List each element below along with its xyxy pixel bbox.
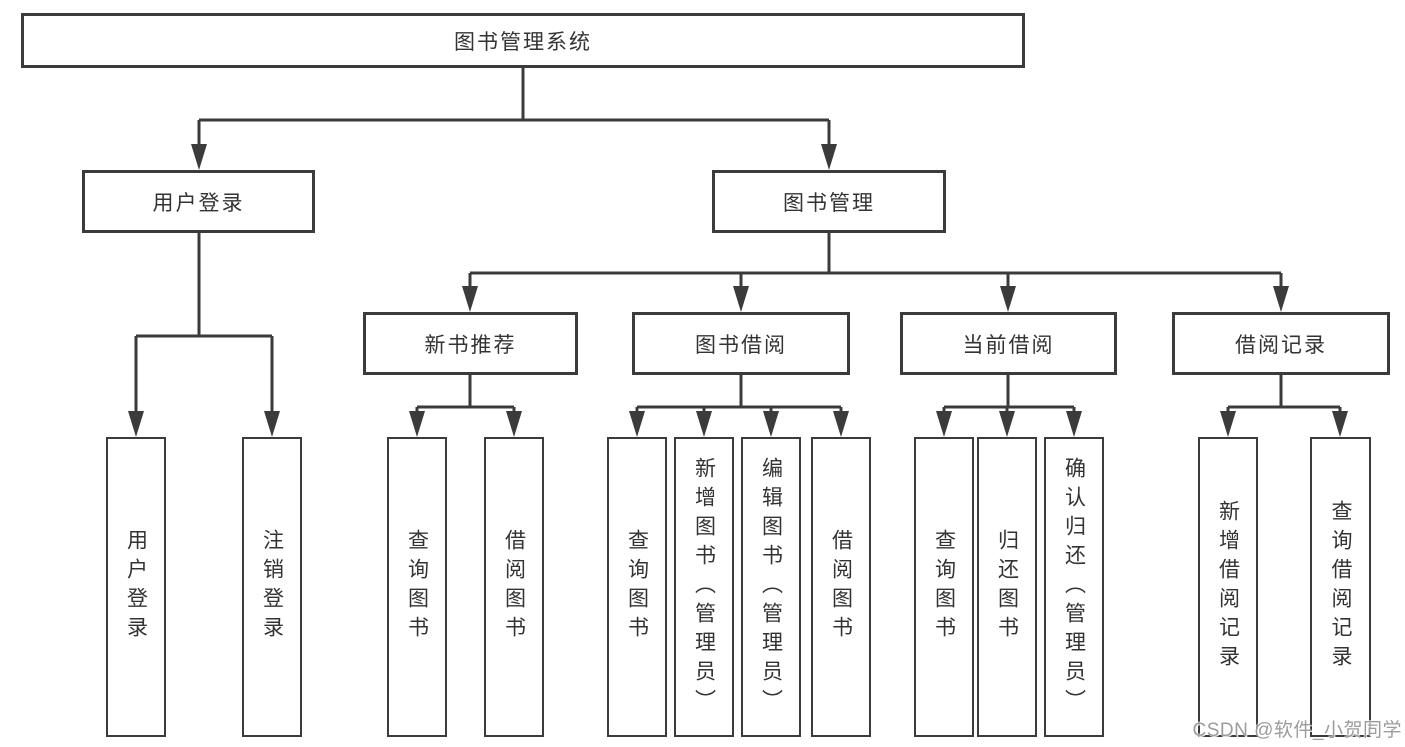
node-user-login: 用户登录 (82, 170, 315, 233)
leaf-query-borrow-record: 查询借阅记录 (1310, 437, 1371, 737)
node-borrow-records: 借阅记录 (1172, 312, 1390, 375)
node-label: 图书管理系统 (454, 30, 592, 54)
node-label: 新增图书（管理员） (692, 456, 716, 718)
node-label: 图书借阅 (695, 333, 787, 357)
node-label: 查询借阅记录 (1329, 500, 1352, 674)
node-label: 用户登录 (124, 529, 148, 645)
node-new-book-recommend: 新书推荐 (363, 312, 578, 375)
leaf-borrow-books: 借阅图书 (811, 437, 871, 737)
node-label: 用户登录 (152, 191, 245, 215)
leaf-edit-books-admin: 编辑图书（管理员） (741, 437, 801, 737)
node-library-management-system: 图书管理系统 (21, 13, 1025, 68)
node-label: 查询图书 (932, 529, 956, 645)
leaf-add-books-admin: 新增图书（管理员） (674, 437, 734, 737)
leaf-user-login: 用户登录 (106, 437, 166, 737)
node-label: 新增借阅记录 (1216, 500, 1240, 674)
node-label: 借阅记录 (1235, 333, 1327, 357)
leaf-add-borrow-record: 新增借阅记录 (1198, 437, 1258, 737)
node-label: 查询图书 (405, 529, 429, 645)
node-label: 归还图书 (995, 529, 1019, 645)
node-label: 编辑图书（管理员） (759, 456, 783, 718)
leaf-query-books-borrow: 查询图书 (607, 437, 667, 737)
node-label: 借阅图书 (502, 529, 526, 645)
node-label: 查询图书 (625, 529, 649, 645)
leaf-query-books-recommend: 查询图书 (387, 437, 447, 737)
csdn-watermark: CSDN @软件_小贺同学 (1192, 720, 1402, 741)
node-label: 确认归还（管理员） (1062, 456, 1086, 718)
leaf-return-books: 归还图书 (977, 437, 1037, 737)
leaf-borrow-books-recommend: 借阅图书 (484, 437, 544, 737)
node-label: 图书管理 (783, 191, 875, 215)
node-label: 新书推荐 (424, 333, 517, 357)
leaf-query-books-current: 查询图书 (914, 437, 974, 737)
node-label: 当前借阅 (962, 333, 1055, 357)
node-label: 借阅图书 (829, 529, 853, 645)
node-label: 注销登录 (260, 529, 284, 645)
leaf-confirm-return-admin: 确认归还（管理员） (1044, 437, 1104, 737)
arrowheads (128, 144, 1348, 437)
node-current-borrow: 当前借阅 (900, 312, 1117, 375)
leaf-logout: 注销登录 (242, 437, 302, 737)
node-book-borrow: 图书借阅 (632, 312, 850, 375)
node-book-management: 图书管理 (712, 170, 946, 233)
